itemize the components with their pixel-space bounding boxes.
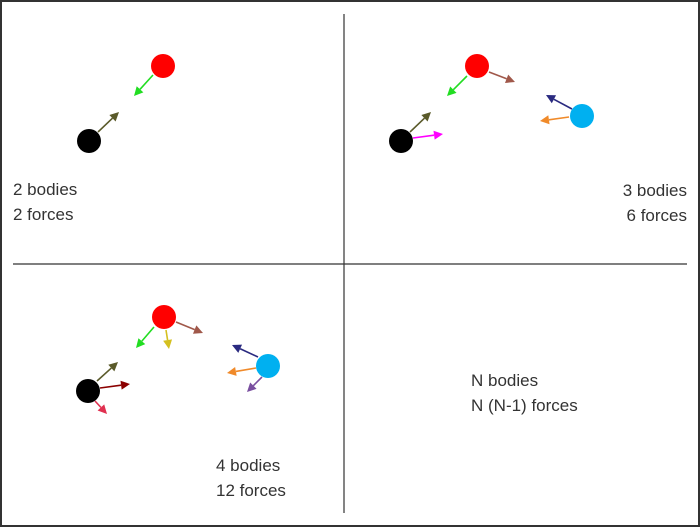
force-arrow [540,115,570,125]
bodies-count-text: 2 bodies [13,180,78,199]
panel-4-bodies-label: 4 bodies 12 forces [216,453,286,503]
force-arrow [99,380,130,390]
force-arrow [163,329,173,349]
red-body [465,54,489,78]
force-arrow [96,362,118,382]
red-body [152,305,176,329]
force-arrow [97,112,119,133]
bodies-count-text: 4 bodies [216,456,281,475]
panel-2-bodies-label: 2 bodies 2 forces [13,177,77,227]
force-arrow [134,74,154,96]
bodies-count-text: 3 bodies [622,181,687,200]
forces-count-text: 12 forces [216,481,286,500]
force-arrow [247,376,263,392]
force-arrow [409,112,431,133]
force-arrows [94,71,573,414]
forces-count-text: N (N-1) forces [471,396,578,415]
panel-3-bodies-label: 3 bodies 6 forces [623,178,687,228]
bodies-count-text: N bodies [471,371,539,390]
force-arrow [227,367,257,376]
force-arrow [94,400,107,414]
panel-n-bodies-label: N bodies N (N-1) forces [471,368,578,418]
black-body [77,129,101,153]
bodies [76,54,594,403]
force-arrow [546,95,573,110]
blue-body [570,104,594,128]
blue-body [256,354,280,378]
force-arrow [232,344,259,358]
black-body [76,379,100,403]
force-arrow [412,130,443,140]
forces-count-text: 2 forces [13,205,74,224]
force-arrow [447,75,468,96]
force-arrow [175,321,203,334]
force-arrow [488,71,515,83]
red-body [151,54,175,78]
black-body [389,129,413,153]
force-arrow [136,326,155,348]
forces-count-text: 6 forces [626,206,687,225]
